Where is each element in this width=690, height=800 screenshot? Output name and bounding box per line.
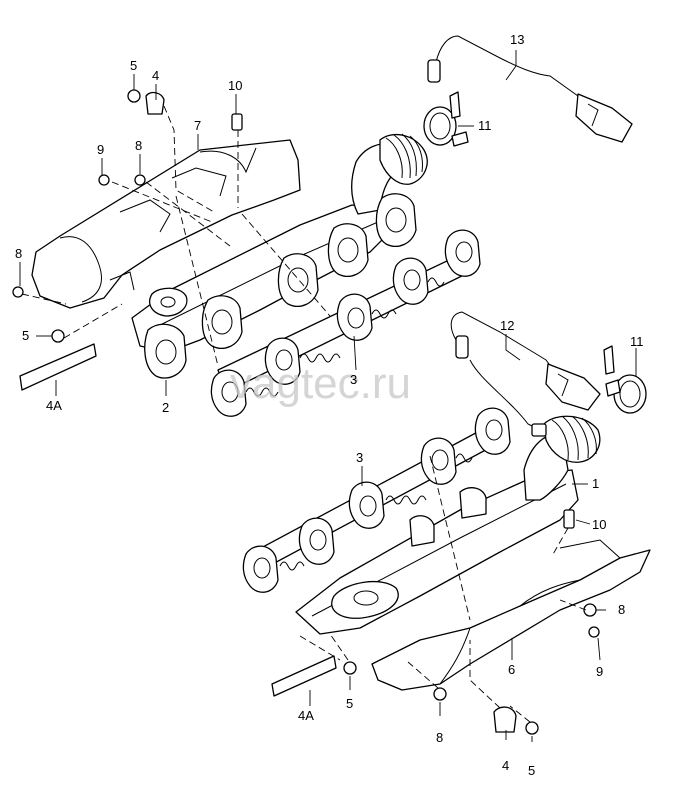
callout-8-right: 8 [618,602,625,617]
temperature-sensor-13 [427,35,633,143]
leader-lines [19,50,637,742]
watermark: vagtec.ru [230,359,411,408]
heat-shield-lower [371,539,651,691]
bracket-4a-upper [19,343,97,391]
callout-4a-bottom: 4A [298,708,314,723]
callout-4-bottom: 4 [502,758,509,773]
callout-10-bottom: 10 [592,517,606,532]
callout-5-bottom: 5 [346,696,353,711]
clamp-upper [423,91,469,147]
callout-3-mid: 3 [356,450,363,465]
upper-assembly [12,35,633,417]
callout-12: 12 [500,318,514,333]
callout-5-bottom-right: 5 [528,763,535,778]
callout-9-bottom: 9 [596,664,603,679]
callout-13: 13 [510,32,524,47]
callout-8-left: 8 [15,246,22,261]
lower-assembly [242,311,651,735]
callout-4-top: 4 [152,68,159,83]
clamp-lower [603,345,647,414]
callout-5-left: 5 [22,328,29,343]
callout-11-mid: 11 [630,334,644,349]
assembly-lines-upper [21,105,331,367]
callout-1: 1 [592,476,599,491]
fasteners-upper [12,89,243,343]
callout-8-top: 8 [135,138,142,153]
callout-11-top: 11 [478,118,492,133]
assembly-lines-lower [299,455,587,723]
callout-4a-top: 4A [46,398,62,413]
callout-labels: 13 5 4 10 11 7 9 8 8 5 4A 2 3 12 11 3 1 … [15,32,644,778]
exhaust-manifold-lower [295,434,579,635]
callout-10-top: 10 [228,78,242,93]
exhaust-manifold-upper [131,143,417,379]
flex-bellows-upper [379,133,428,185]
temperature-sensor-12 [450,311,601,437]
callout-6: 6 [508,662,515,677]
callout-7: 7 [194,118,201,133]
callout-9-top: 9 [97,142,104,157]
gasket-lower [242,407,511,593]
callout-3-top: 3 [350,372,357,387]
bracket-4a-lower [271,655,337,697]
gasket-upper [210,229,481,417]
fasteners-lower [343,509,600,735]
callout-5-top: 5 [130,58,137,73]
callout-8-bottom: 8 [436,730,443,745]
callout-2: 2 [162,400,169,415]
flex-bellows-lower [543,415,601,463]
